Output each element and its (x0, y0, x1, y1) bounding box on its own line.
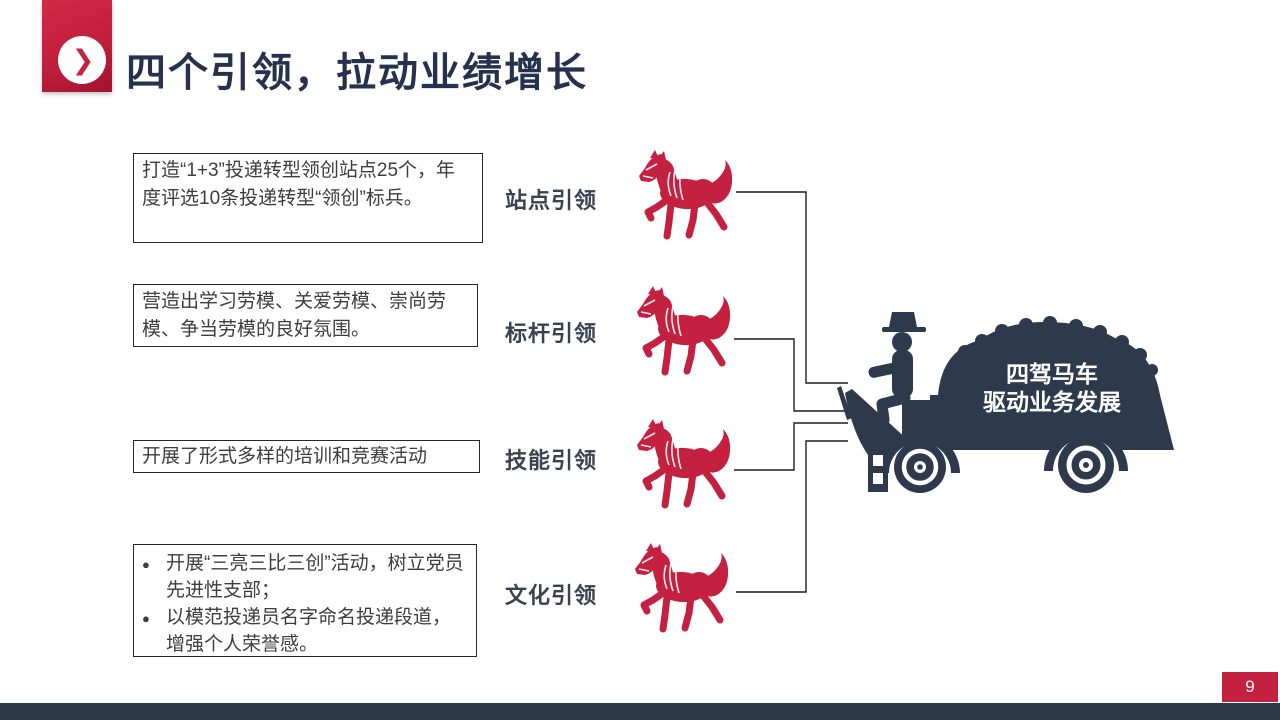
bullet-text: 开展“三亮三比三创”活动，树立党员先进性支部； (166, 553, 464, 601)
wheel-icon (894, 441, 946, 493)
horse-icon (634, 419, 736, 511)
lead-label-skill: 技能引领 (505, 448, 598, 473)
bullet-item: ● 以模范投递员名字命名投递段道，增强个人荣誉感。 (142, 604, 468, 658)
content-box-culture: ● 开展“三亮三比三创”活动，树立党员先进性支部； ● 以模范投递员名字命名投递… (133, 544, 477, 657)
horse-icon (636, 150, 738, 242)
ladder-icon (868, 448, 888, 492)
content-box-station: 打造“1+3”投递转型领创站点25个，年度评选10条投递转型“领创”标兵。 (133, 153, 483, 243)
page-number-badge: 9 (1222, 672, 1278, 702)
driver-icon (868, 312, 926, 426)
horse-icon (632, 543, 734, 635)
lead-label-benchmark: 标杆引领 (505, 321, 598, 346)
cart-text-line2: 驱动业务发展 (983, 389, 1121, 415)
lead-label-station: 站点引领 (505, 188, 598, 213)
cart-illustration: 四驾马车 驱动业务发展 (837, 312, 1174, 498)
bullet-item: ● 开展“三亮三比三创”活动，树立党员先进性支部； (142, 550, 468, 604)
bottom-bar (0, 703, 1280, 720)
chevron-glyph: ❯ (71, 44, 95, 75)
lead-label-culture: 文化引领 (505, 583, 598, 608)
page-title: 四个引领，拉动业绩增长 (126, 51, 588, 95)
horse-icon (634, 286, 736, 378)
bullet-dot-icon: ● (142, 557, 150, 572)
chevron-right-icon: ❯ (58, 36, 106, 84)
content-box-skill: 开展了形式多样的培训和竞赛活动 (133, 440, 480, 473)
wheel-icon (1058, 437, 1114, 493)
content-box-benchmark: 营造出学习劳模、关爱劳模、崇尚劳模、争当劳模的良好氛围。 (133, 284, 478, 347)
bullet-text: 以模范投递员名字命名投递段道，增强个人荣誉感。 (166, 607, 452, 655)
cart-text-line1: 四驾马车 (1006, 361, 1098, 387)
header-accent-badge: ❯ (42, 0, 112, 92)
bullet-dot-icon: ● (142, 611, 150, 626)
